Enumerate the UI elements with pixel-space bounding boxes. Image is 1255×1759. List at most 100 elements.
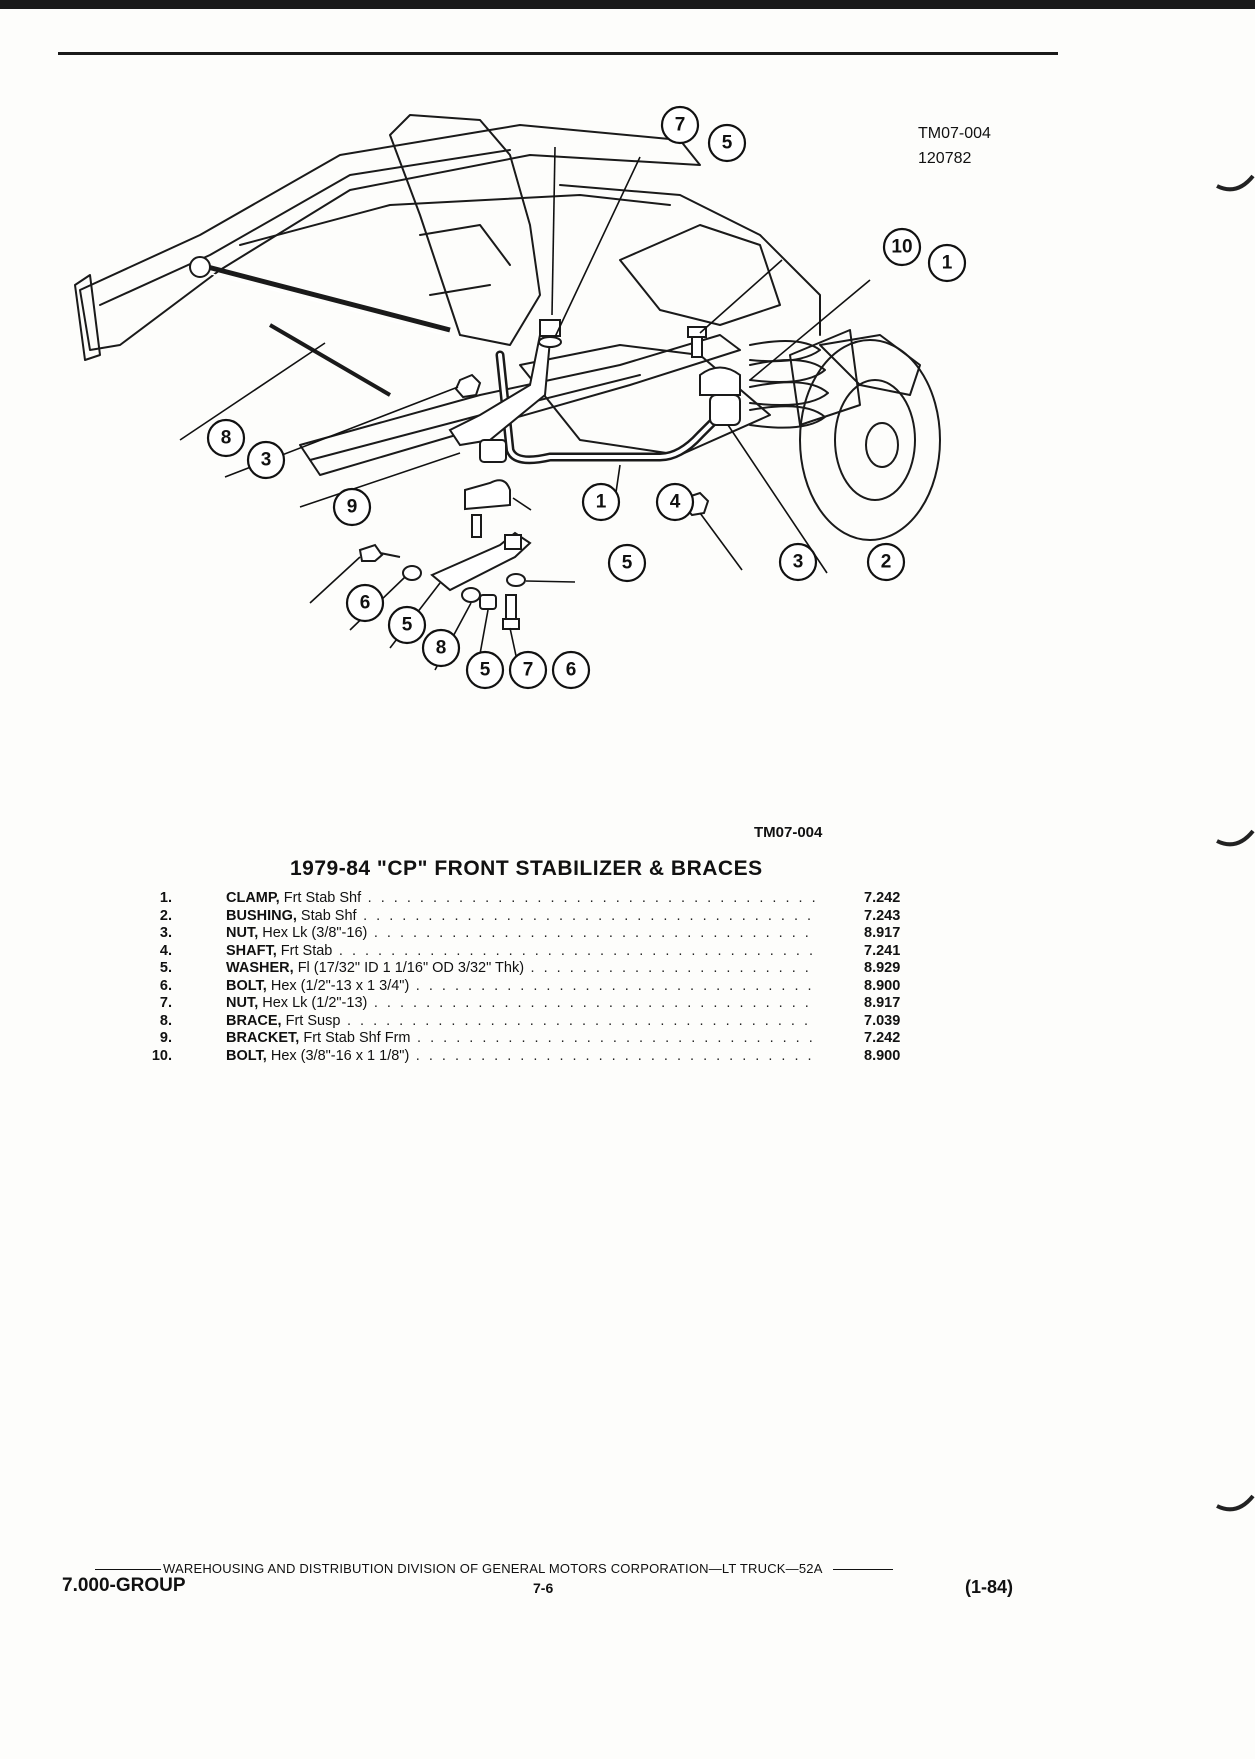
svg-text:7: 7 [523,660,534,681]
part-description: BUSHING, Stab Shf . . . . . . . . . . . … [226,908,822,926]
parts-row: 10. BOLT, Hex (3/8"-16 x 1 1/8") . . . . … [140,1048,940,1066]
callout-8-bottom: 8 [421,628,461,668]
shaft-clamp-right [699,366,741,396]
leader-dots: . . . . . . . . . . . . . . . . . . . . … [338,942,816,959]
callout-4: 4 [655,482,695,522]
binding-mark-top [1216,174,1255,192]
part-description: BRACE, Frt Susp . . . . . . . . . . . . … [226,1013,822,1031]
leader-dots: . . . . . . . . . . . . . . . . . . . . … [373,995,816,1011]
part-group-number: 7.242 [864,1030,901,1046]
part-name: CLAMP, [226,890,280,906]
exploded-bolt-bottom [505,594,517,622]
brake-rotor [799,339,941,541]
callout-1-right: 1 [927,243,967,283]
part-detail: Fl (17/32" ID 1 1/16" OD 3/32" Thk) [293,960,525,976]
leader-dots: . . . . . . . . . . . . . . . . . . . . … [415,1047,816,1064]
footer-group-label: 7.000-GROUP [62,1575,186,1596]
upper-control-arm [619,224,781,326]
part-number: 7. [159,995,172,1011]
part-group-number: 7.242 [864,890,901,906]
part-number: 6. [159,977,172,994]
leader-dots: . . . . . . . . . . . . . . . . . . . . … [415,977,816,994]
part-group-number: 8.917 [864,995,901,1011]
part-description: NUT, Hex Lk (1/2"-13) . . . . . . . . . … [226,995,822,1013]
page-title: 1979-84 "CP" FRONT STABILIZER & BRACES [290,857,763,880]
binding-mark-middle [1216,829,1255,847]
binding-mark-bottom [1216,1494,1255,1512]
part-name: BRACKET, [226,1030,300,1046]
svg-text:5: 5 [402,615,413,636]
callout-10: 10 [882,227,922,267]
leader-dots: . . . . . . . . . . . . . . . . . . . . … [417,1030,816,1046]
figure-ref-number: 120782 [918,150,972,167]
svg-text:5: 5 [722,133,733,154]
callout-1-mid: 1 [581,482,621,522]
parts-row: 6. BOLT, Hex (1/2"-13 x 1 3/4") . . . . .… [140,978,940,996]
part-group-number: 7.241 [864,942,901,959]
coil-spring [749,340,829,429]
exploded-clamp-bolt [471,514,482,538]
leader-dots: . . . . . . . . . . . . . . . . . . . . … [530,960,816,976]
part-description: WASHER, Fl (17/32" ID 1 1/16" OD 3/32" T… [226,960,822,978]
shaft-bushing-left [479,439,507,463]
svg-text:6: 6 [360,593,371,614]
clamp-bolt-top [691,334,703,358]
footer-publisher: WAREHOUSING AND DISTRIBUTION DIVISION OF… [95,1561,893,1576]
part-name: BRACE, [226,1012,282,1029]
frame-rail-left [79,124,701,351]
exploded-washer-right [506,573,526,587]
svg-text:3: 3 [261,450,272,471]
part-detail: Hex Lk (3/8"-16) [258,925,368,941]
parts-row: 3.NUT, Hex Lk (3/8"-16) . . . . . . . . … [140,925,940,943]
part-number: 4. [159,942,172,959]
callout-group: 7 5 10 1 8 3 9 1 4 3 2 5 6 5 8 5 7 6 [206,105,967,690]
brake-rotor-inner [834,379,916,501]
callout-2: 2 [866,542,906,582]
exploded-brace-bushing [504,534,522,550]
part-detail: Frt Stab [276,942,333,959]
suspension-diagram: 7 5 10 1 8 3 9 1 4 3 2 5 6 5 8 5 7 6 [74,105,967,690]
shaft-bushing-right [709,394,741,426]
part-number: 10. [151,1047,172,1064]
part-number: 5. [159,960,172,976]
part-detail: Hex (1/2"-13 x 1 3/4") [266,977,410,994]
exploded-nut [479,594,497,610]
part-number: 9. [159,1030,172,1046]
leader-dots: . . . . . . . . . . . . . . . . . . . . … [367,890,816,906]
part-name: WASHER, [226,960,294,976]
part-detail: Frt Susp [281,1012,341,1029]
svg-text:2: 2 [881,552,892,573]
part-group-number: 8.917 [864,925,901,941]
part-description: BOLT, Hex (3/8"-16 x 1 1/8") . . . . . .… [226,1048,822,1066]
part-name: SHAFT, [226,942,277,959]
callout-5-top: 5 [707,123,747,163]
engine-block [389,114,541,346]
part-description: CLAMP, Frt Stab Shf . . . . . . . . . . … [226,890,822,908]
part-number: 1. [159,890,172,906]
bracket-washer-top [538,336,562,348]
exploded-bolt-left [358,543,401,562]
frame-brace-rod [199,262,451,333]
part-name: NUT, [226,995,259,1011]
parts-row: 2.BUSHING, Stab Shf . . . . . . . . . . … [140,908,940,926]
callout-5-right: 5 [607,543,647,583]
svg-text:1: 1 [596,492,607,513]
svg-text:5: 5 [622,553,633,574]
brake-caliper [819,334,921,396]
loose-nut-left [454,373,482,399]
callout-6-bottom: 6 [551,650,591,690]
part-detail: Frt Stab Shf [279,890,362,906]
part-name: BUSHING, [226,907,297,924]
exploded-clamp [464,479,511,511]
wheel-hub [865,422,899,468]
svg-text:6: 6 [566,660,577,681]
footer-revision: (1-84) [965,1577,1014,1597]
part-detail: Frt Stab Shf Frm [299,1030,411,1046]
part-name: BOLT, [226,977,267,994]
svg-text:9: 9 [347,497,358,518]
part-description: NUT, Hex Lk (3/8"-16) . . . . . . . . . … [226,925,822,943]
lower-brace-rod [268,323,392,397]
part-description: BOLT, Hex (1/2"-13 x 1 3/4") . . . . . .… [226,978,822,996]
steering-spindle [789,329,861,426]
lower-control-arm [519,344,771,456]
